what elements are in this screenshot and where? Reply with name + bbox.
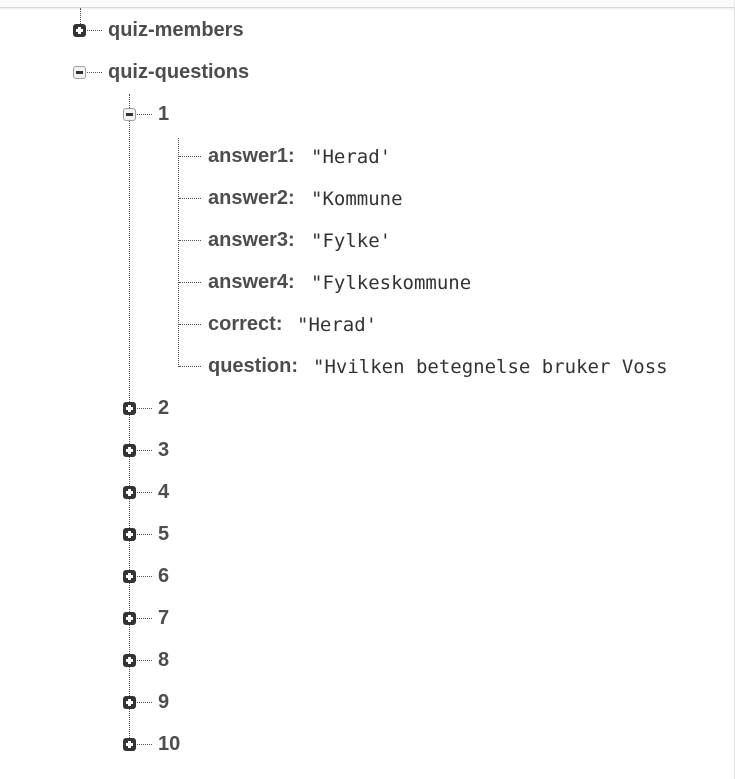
field-value[interactable]: "Fylkeskommune: [311, 272, 472, 294]
field-value[interactable]: "Hvilken betegnelse bruker Voss: [313, 356, 668, 378]
tree-connector: [87, 30, 102, 31]
expand-icon-node-8[interactable]: [123, 654, 136, 667]
expand-icon-node-5[interactable]: [123, 528, 136, 541]
collapse-icon-node-1[interactable]: [123, 108, 136, 121]
field-key: answer4:: [208, 271, 295, 293]
tree-connector-root: [80, 8, 81, 24]
node-label[interactable]: 8: [158, 649, 170, 671]
tree-connector: [179, 366, 201, 367]
field-key: answer3:: [208, 229, 295, 251]
node-quiz-questions[interactable]: quiz-questions: [108, 61, 250, 83]
node-label[interactable]: 6: [158, 565, 170, 587]
node-quiz-members[interactable]: quiz-members: [108, 19, 244, 41]
tree-connector: [137, 702, 152, 703]
node-1-label[interactable]: 1: [158, 103, 170, 125]
node-label[interactable]: 4: [158, 481, 170, 503]
expand-icon-node-2[interactable]: [123, 402, 136, 415]
node-label[interactable]: 7: [158, 607, 170, 629]
expand-icon-node-9[interactable]: [123, 696, 136, 709]
tree-connector: [137, 114, 152, 115]
collapse-icon-quiz-questions[interactable]: [73, 66, 86, 79]
expand-icon-node-3[interactable]: [123, 444, 136, 457]
tree-connector: [137, 492, 152, 493]
node-label[interactable]: 3: [158, 439, 170, 461]
field-key: answer2:: [208, 187, 295, 209]
field-value[interactable]: "Kommune: [311, 188, 403, 210]
tree-connector-node-1-fields: [178, 138, 179, 367]
tree-connector: [179, 324, 201, 325]
tree-connector: [137, 744, 152, 745]
tree-connector: [87, 72, 102, 73]
node-label[interactable]: 10: [158, 733, 181, 755]
tree-connector: [137, 450, 152, 451]
tree-connector: [137, 618, 152, 619]
tree-connector: [179, 198, 201, 199]
tree-connector: [137, 660, 152, 661]
expand-icon-node-4[interactable]: [123, 486, 136, 499]
node-label[interactable]: 5: [158, 523, 170, 545]
tree-connector: [179, 240, 201, 241]
field-key: answer1:: [208, 145, 295, 167]
expand-icon-quiz-members[interactable]: [73, 24, 86, 37]
field-key: correct:: [208, 313, 283, 335]
node-label[interactable]: 9: [158, 691, 170, 713]
expand-icon-node-10[interactable]: [123, 738, 136, 751]
field-key: question:: [208, 355, 298, 377]
expand-icon-node-6[interactable]: [123, 570, 136, 583]
tree-connector: [137, 576, 152, 577]
tree-connector: [137, 534, 152, 535]
tree-connector: [137, 408, 152, 409]
tree-connector: [179, 156, 201, 157]
field-value[interactable]: "Herad': [311, 146, 392, 168]
field-value[interactable]: "Fylke': [311, 230, 392, 252]
tree-connector: [179, 282, 201, 283]
node-label[interactable]: 2: [158, 397, 170, 419]
field-value[interactable]: "Herad': [297, 314, 378, 336]
top-toolbar-edge: [0, 0, 735, 8]
expand-icon-node-7[interactable]: [123, 612, 136, 625]
tree-connector-questions-children: [129, 94, 130, 744]
